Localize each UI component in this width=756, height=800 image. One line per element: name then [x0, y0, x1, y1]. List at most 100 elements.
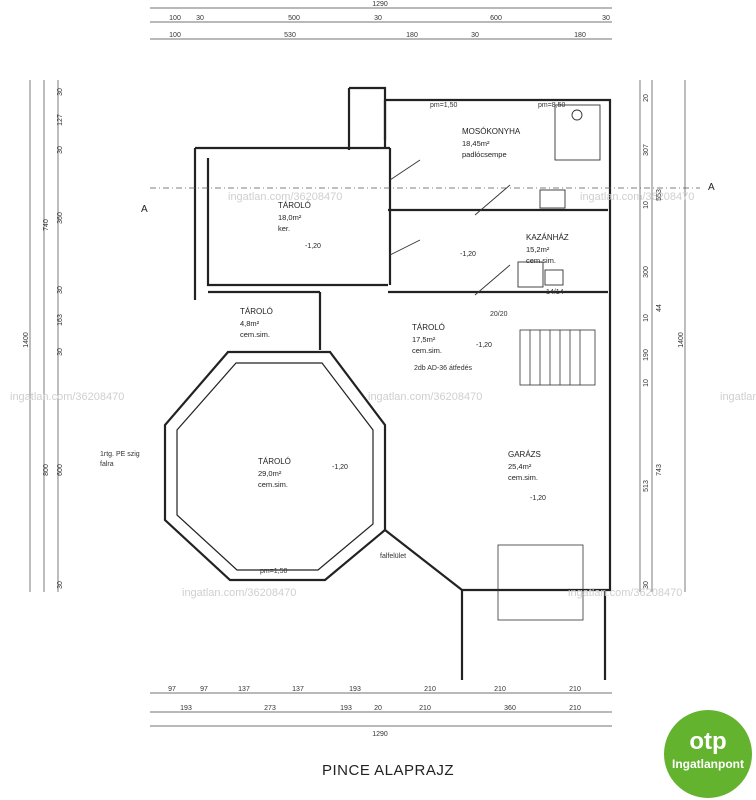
watermark: ingatlan.com/36208470: [228, 191, 342, 203]
room-floor: cem.sim.: [508, 473, 538, 482]
room-labels: MOSÓKONYHA 18,45m² padlócsempe TÁROLÓ 18…: [240, 127, 569, 489]
dimension-value: 100: [169, 32, 181, 39]
annotation: pm=8,50: [538, 102, 566, 109]
dimension-lines: [29, 7, 686, 727]
room-name: MOSÓKONYHA: [462, 127, 521, 136]
dimension-value: 210: [424, 686, 436, 693]
dimension-value: 30: [602, 15, 610, 22]
room-area: 18,45m²: [462, 139, 490, 148]
dimension-value: 210: [419, 705, 431, 712]
dimension-value: 20: [643, 94, 650, 102]
dimension-value: 97: [168, 686, 176, 693]
room-name: TÁROLÓ: [278, 201, 311, 210]
watermark: ingatlan.com/36208470: [182, 587, 296, 599]
dimension-value: 553: [656, 189, 663, 201]
dimension-value: 30: [57, 348, 64, 356]
dimension-value: 1290: [372, 1, 388, 8]
level-marks: -1,20 -1,20 -1,20 -1,20 -1,20: [305, 243, 546, 502]
annotation: falfelület: [380, 553, 406, 560]
dimension-value: 210: [569, 705, 581, 712]
dimension-value: 300: [643, 266, 650, 278]
logo-brand: otp: [689, 728, 727, 755]
room-name: GARÁZS: [508, 450, 541, 459]
dimension-value: 210: [569, 686, 581, 693]
room-floor: ker.: [278, 224, 290, 233]
dimension-value: 10: [643, 379, 650, 387]
watermarks: ingatlan.com/36208470 ingatlan.com/36208…: [10, 191, 756, 599]
room-name: TÁROLÓ: [258, 457, 291, 466]
dimension-value: 193: [180, 705, 192, 712]
annotation: 2db AD-36 átfedés: [414, 365, 472, 372]
dimension-value: 210: [494, 686, 506, 693]
dimension-value: 1290: [372, 731, 388, 738]
dimension-value: 600: [57, 464, 64, 476]
watermark: ingatlan.com/36208470: [720, 391, 756, 403]
watermark: ingatlan.com/36208470: [580, 191, 694, 203]
room-area: 17,5m²: [412, 335, 436, 344]
dimension-value: 97: [200, 686, 208, 693]
room-floor: cem.sim.: [526, 256, 556, 265]
dimension-value: 30: [57, 286, 64, 294]
dimension-value: 800: [43, 464, 50, 476]
room-area: 25,4m²: [508, 462, 532, 471]
annotation: pm=1,50: [430, 102, 458, 109]
dimension-value: 1400: [23, 332, 30, 348]
dimension-value: 137: [238, 686, 250, 693]
dimension-value: 127: [57, 114, 64, 126]
dimension-value: 743: [656, 464, 663, 476]
level-mark: -1,20: [332, 464, 348, 471]
fixtures: [389, 104, 601, 296]
dimension-value: 193: [349, 686, 361, 693]
dimension-value: 307: [643, 144, 650, 156]
annotation: falra: [100, 461, 114, 468]
dimension-value: 137: [292, 686, 304, 693]
room-name: KAZÁNHÁZ: [526, 233, 569, 242]
watermark: ingatlan.com/36208470: [368, 391, 482, 403]
dimension-value: 30: [57, 146, 64, 154]
dimension-value: 30: [471, 32, 479, 39]
room-name: TÁROLÓ: [240, 307, 273, 316]
room-name: TÁROLÓ: [412, 323, 445, 332]
dimension-value: 44: [656, 304, 663, 312]
room-area: 29,0m²: [258, 469, 282, 478]
annotations: pm=1,50 pm=8,50 pm=1,50 2db AD-36 átfedé…: [100, 102, 566, 575]
walls: [163, 86, 612, 680]
room-area: 15,2m²: [526, 245, 550, 254]
annotation: 20/20: [490, 311, 508, 318]
dimension-texts: 100 30 500 30 600 30 100 530 180 30 180 1290 97 97 137…: [23, 1, 685, 738]
plan-title: PINCE ALAPRAJZ: [322, 762, 455, 779]
dimension-value: 100: [169, 15, 181, 22]
room-floor: cem.sim.: [258, 480, 288, 489]
dimension-value: 273: [264, 705, 276, 712]
dimension-value: 360: [57, 212, 64, 224]
dimension-value: 30: [374, 15, 382, 22]
room-area: 18,0m²: [278, 213, 302, 222]
dimension-value: 30: [57, 88, 64, 96]
annotation: 14/14: [546, 289, 564, 296]
level-mark: -1,20: [530, 495, 546, 502]
dimension-value: 30: [196, 15, 204, 22]
watermark: ingatlan.com/36208470: [568, 587, 682, 599]
dimension-value: 360: [504, 705, 516, 712]
dimension-value: 190: [643, 349, 650, 361]
logo-sub: Ingatlanpont: [672, 757, 744, 771]
dimension-value: 163: [57, 314, 64, 326]
room-floor: padlócsempe: [462, 150, 507, 159]
room-floor: cem.sim.: [240, 330, 270, 339]
watermark: ingatlan.com/36208470: [10, 391, 124, 403]
dimension-value: 180: [574, 32, 586, 39]
dimension-value: 530: [284, 32, 296, 39]
dimension-value: 180: [406, 32, 418, 39]
dimension-value: 30: [643, 581, 650, 589]
dimension-value: 20: [374, 705, 382, 712]
level-mark: -1,20: [305, 243, 321, 250]
room-floor: cem.sim.: [412, 346, 442, 355]
section-marker-right: A: [708, 182, 715, 193]
otp-logo: otp Ingatlanpont: [664, 710, 752, 798]
dimension-value: 500: [288, 15, 300, 22]
annotation: 1rtg. PE szig: [100, 451, 140, 458]
dimension-value: 30: [57, 581, 64, 589]
level-mark: -1,20: [476, 342, 492, 349]
dimension-value: 513: [643, 480, 650, 492]
